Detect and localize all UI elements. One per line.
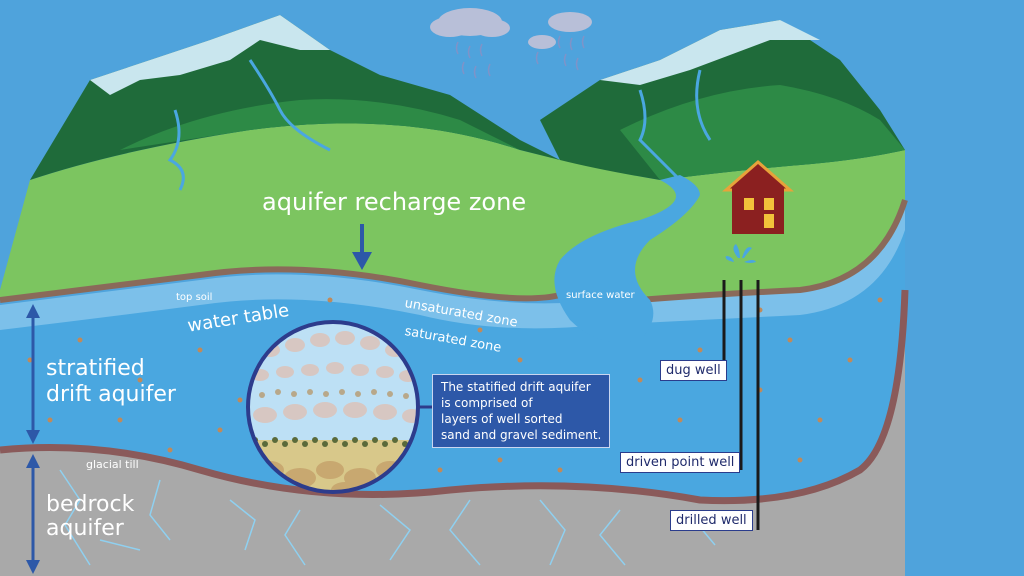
callout-line-1: The statified drift aquifer bbox=[441, 380, 591, 394]
left-snowcap bbox=[90, 15, 330, 95]
callout-line-2: is comprised of bbox=[441, 396, 533, 410]
top-soil-label: top soil bbox=[176, 292, 213, 303]
dug-well-label: dug well bbox=[660, 360, 727, 381]
top-soil-line bbox=[0, 266, 561, 303]
sediment-magnifier bbox=[246, 320, 432, 494]
house-icon bbox=[722, 160, 794, 234]
right-snowcap bbox=[600, 20, 820, 85]
driven-point-well-label: driven point well bbox=[620, 452, 741, 473]
grassland bbox=[0, 123, 905, 300]
sediment-callout: The statified drift aquifer is comprised… bbox=[432, 374, 611, 448]
surface-water-label: surface water bbox=[566, 290, 635, 301]
well-spout-icon bbox=[725, 244, 756, 263]
rain-clouds bbox=[430, 8, 592, 79]
glacial-till-label: glacial till bbox=[86, 458, 139, 471]
drilled-well-label: drilled well bbox=[670, 510, 753, 531]
glacial-till-line bbox=[0, 289, 909, 505]
river bbox=[554, 175, 700, 343]
recharge-zone-label: aquifer recharge zone bbox=[262, 188, 527, 216]
mountain-streams bbox=[167, 59, 712, 191]
callout-line-3: layers of well sorted bbox=[441, 412, 563, 426]
callout-line-4: sand and gravel sediment. bbox=[441, 428, 602, 442]
aquifer-dimension-arrows bbox=[26, 304, 40, 574]
bedrock-aquifer-label-line2: aquifer bbox=[46, 516, 124, 541]
recharge-arrow bbox=[352, 224, 372, 270]
stratified-aquifer-label-line1: stratified bbox=[46, 356, 145, 381]
bedrock-aquifer-label-line1: bedrock bbox=[46, 492, 135, 517]
stratified-aquifer-layer bbox=[0, 200, 905, 501]
stratified-aquifer-label-line2: drift aquifer bbox=[46, 382, 176, 407]
bedrock-layer bbox=[0, 280, 905, 576]
